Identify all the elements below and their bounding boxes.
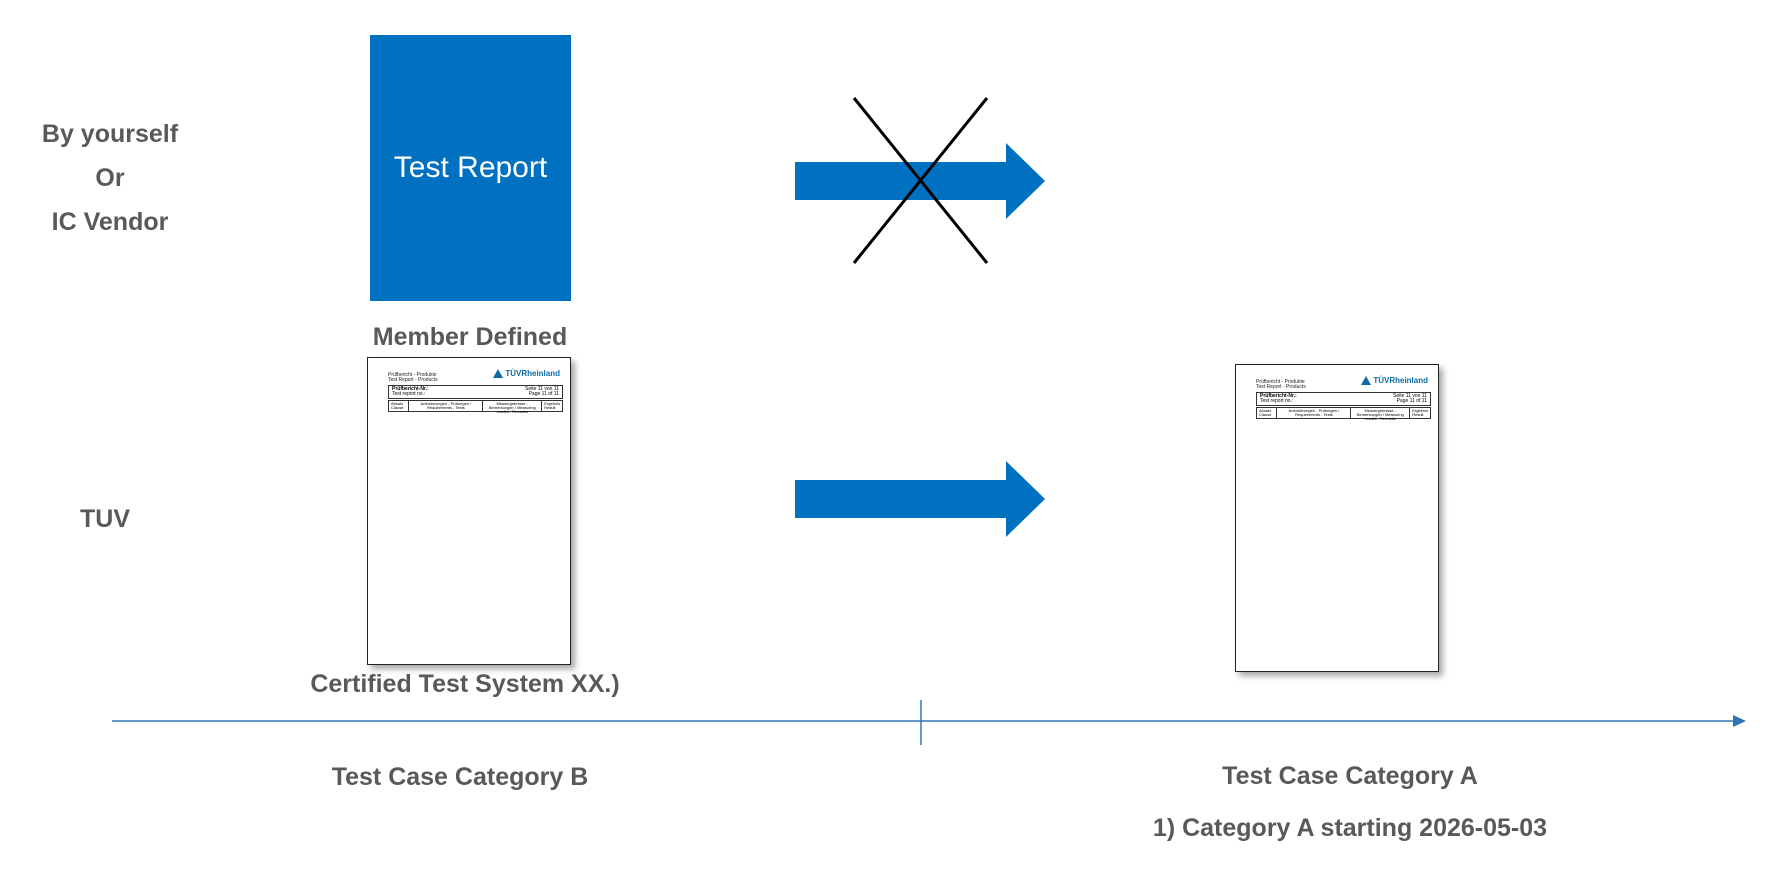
tuv-logo-icon xyxy=(1361,376,1372,385)
doc-header: Prüfbericht - Produkte Test Report - Pro… xyxy=(1256,380,1306,390)
doc-col-requirements: Anforderungen - Prüfungen / Requirements… xyxy=(1277,408,1352,418)
bottom-arrow-icon xyxy=(795,461,1045,537)
label-category-a-footnote: 1) Category A starting 2026-05-03 xyxy=(1152,814,1548,842)
timeline-arrowhead-icon xyxy=(1733,715,1746,727)
doc-col-result: Ergebnis Result xyxy=(544,401,560,410)
doc-table-header: Absatz Clause Anforderungen - Prüfungen … xyxy=(388,400,563,414)
doc-col-results: Messergebnisse - Bemerkungen / Measuring… xyxy=(483,401,543,414)
doc-report-no: Prüfbericht-Nr.: xyxy=(1260,393,1297,399)
doc-page-info: Seite 11 von 11 Page 11 of 11 xyxy=(1393,394,1427,404)
doc-page-info: Seite 11 von 11 Page 11 of 11 xyxy=(525,387,559,397)
cross-line-2 xyxy=(852,97,989,264)
doc-report-no-box: Seite 11 von 11 Page 11 of 11 Prüfberich… xyxy=(1256,392,1431,406)
label-certified-test-system: Certified Test System XX.) xyxy=(310,670,620,698)
doc-header-line1: Prüfbericht - Produkte xyxy=(1256,379,1305,385)
doc-report-no-en: Test report no.: xyxy=(392,391,426,397)
tuv-report-thumbnail-left: Prüfbericht - Produkte Test Report - Pro… xyxy=(367,357,571,665)
doc-table-header: Absatz Clause Anforderungen - Prüfungen … xyxy=(1256,407,1431,421)
doc-header-line2: Test Report - Products xyxy=(1256,384,1306,390)
tuv-logo-text: TÜVRheinland xyxy=(1373,376,1428,385)
label-category-b: Test Case Category B xyxy=(331,763,589,791)
label-member-defined: Member Defined xyxy=(372,323,568,351)
doc-page-label: Seite 11 von 11 xyxy=(1392,393,1427,399)
doc-page-label-en: Page 11 of 11 xyxy=(1396,398,1427,404)
doc-header-line1: Prüfbericht - Produkte xyxy=(388,372,437,378)
doc-report-no-box: Seite 11 von 11 Page 11 of 11 Prüfberich… xyxy=(388,385,563,399)
tuv-logo-icon xyxy=(493,369,504,378)
top-arrow-icon xyxy=(795,143,1045,219)
doc-report-no-en: Test report no.: xyxy=(1260,398,1294,404)
label-ic-vendor: IC Vendor xyxy=(51,208,169,236)
label-category-a: Test Case Category A xyxy=(1222,762,1478,790)
doc-header-line2: Test Report - Products xyxy=(388,377,438,383)
doc-col-results: Messergebnisse - Bemerkungen / Measuring… xyxy=(1351,408,1411,421)
doc-col-requirements: Anforderungen - Prüfungen / Requirements… xyxy=(409,401,484,411)
test-report-box: Test Report xyxy=(370,35,571,301)
doc-col-clause: Absatz Clause xyxy=(1257,408,1278,418)
tuv-report-thumbnail-right: Prüfbericht - Produkte Test Report - Pro… xyxy=(1235,364,1439,672)
doc-page-label: Seite 11 von 11 xyxy=(524,386,559,392)
tuv-logo: TÜVRheinland xyxy=(493,369,560,378)
cross-line-1 xyxy=(852,97,989,264)
test-report-label: Test Report xyxy=(393,151,548,184)
doc-report-no: Prüfbericht-Nr.: xyxy=(392,386,429,392)
doc-page-label-en: Page 11 of 11 xyxy=(528,391,559,397)
label-or: Or xyxy=(95,164,125,192)
doc-col-result: Ergebnis Result xyxy=(1412,408,1428,417)
doc-col-clause: Absatz Clause xyxy=(389,401,410,411)
tuv-logo-text: TÜVRheinland xyxy=(505,369,560,378)
doc-header: Prüfbericht - Produkte Test Report - Pro… xyxy=(388,373,438,383)
label-tuv: TUV xyxy=(80,505,130,533)
label-by-yourself: By yourself xyxy=(41,120,179,148)
tuv-logo: TÜVRheinland xyxy=(1361,376,1428,385)
